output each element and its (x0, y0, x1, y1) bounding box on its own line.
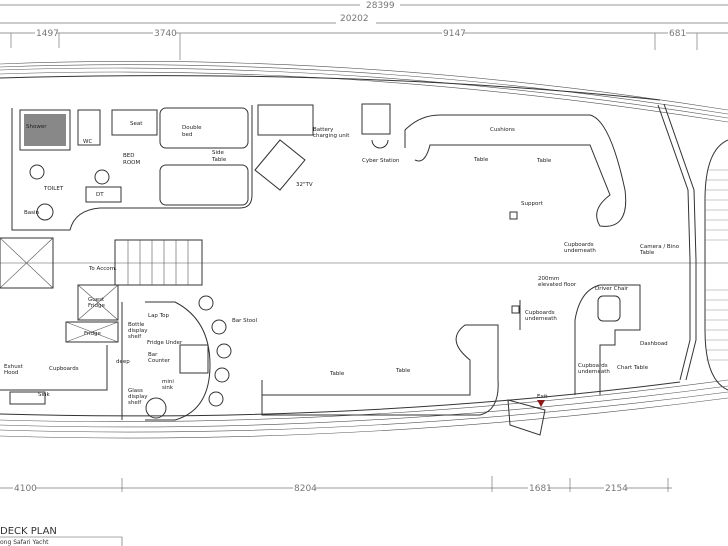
label-glass-shelf: Glass (128, 388, 143, 394)
cabin-walls (0, 103, 391, 289)
label-glass-shelf: display (128, 394, 148, 400)
label-bottle-shelf: shelf (128, 334, 142, 340)
dim-top-2: 3740 (154, 29, 177, 39)
label-shower: Shower (26, 124, 47, 130)
label-cyber-station: Cyber Station (362, 158, 400, 164)
label-table: Table (473, 157, 489, 163)
label-dt: DT (96, 192, 104, 198)
label-cupboards: underneath (564, 248, 596, 254)
label-glass-shelf: shelf (128, 400, 142, 406)
dim-bottom-4: 2154 (605, 484, 628, 494)
label-cupboards: Cupboards (525, 310, 555, 316)
dim-top-3: 9147 (443, 29, 466, 39)
label-mini-sink: mini (162, 379, 174, 385)
room-labels: Shower WC Seat Double bed BED ROOM Side … (4, 121, 680, 406)
label-side-table: Table (211, 157, 227, 163)
label-guest-fridge: Fridge (88, 303, 106, 309)
label-bar-counter: Bar (148, 352, 158, 358)
label-fridge: Fridge (84, 331, 102, 337)
label-elevated-floor: elevated floor (538, 282, 577, 288)
label-table: Table (329, 371, 345, 377)
dim-overall: 28399 (366, 1, 395, 11)
label-side-table: Side (212, 150, 225, 156)
label-sink: Sink (38, 392, 51, 398)
dimension-lines (0, 4, 728, 492)
label-lap-top: Lap Top (148, 313, 169, 319)
label-support: Support (521, 201, 544, 207)
hatch-forward (706, 169, 728, 361)
dim-bottom-1: 4100 (14, 484, 37, 494)
drawing-subtitle: ong Safari Yacht (0, 539, 49, 546)
label-deep: deep (116, 359, 130, 365)
label-table: Table (536, 158, 552, 164)
label-bottle-shelf: display (128, 328, 148, 334)
label-camera-table: Table (639, 250, 655, 256)
label-guest-fridge: Guest (88, 297, 105, 303)
dim-top-4: 681 (669, 29, 686, 39)
label-bedroom: BED (123, 153, 134, 159)
label-wc: WC (83, 139, 92, 145)
label-toilet: TOILET (43, 186, 64, 192)
label-driver-chair: Driver Chair (595, 286, 629, 292)
label-exit: Exit (537, 394, 548, 400)
label-bedroom: ROOM (123, 160, 140, 166)
label-bar-stool: Bar Stool (232, 318, 258, 324)
label-cupboards: Cupboards (49, 366, 79, 372)
label-cushions: Cushions (490, 127, 515, 133)
label-seat: Seat (130, 121, 143, 127)
label-camera-table: Camera / Bino (640, 244, 680, 250)
label-cupboards: underneath (578, 369, 610, 375)
label-double-bed: Double (182, 125, 202, 131)
label-table: Table (395, 368, 411, 374)
label-exhaust-hood: Hood (4, 370, 18, 376)
dim-bottom-2: 8204 (294, 484, 317, 494)
label-double-bed: bed (182, 132, 192, 138)
label-cupboards: underneath (525, 316, 557, 322)
dim-bottom-3: 1681 (529, 484, 552, 494)
drawing-title: DECK PLAN (0, 526, 57, 537)
label-to-accom: To Accom. (88, 266, 117, 272)
label-elevated-floor: 200mm (538, 276, 559, 282)
dim-inner: 20202 (340, 14, 369, 24)
label-chart-table: Chart Table (617, 365, 649, 371)
label-cupboards: Cupboards (564, 242, 594, 248)
exit-marker (537, 400, 545, 407)
label-exhaust-hood: Exhust (4, 364, 24, 370)
label-mini-sink: sink (162, 385, 174, 391)
label-cupboards: Cupboards (578, 363, 608, 369)
label-basin: Basin (24, 210, 40, 216)
label-tv: 32"TV (296, 182, 313, 188)
galley-bar (0, 284, 232, 421)
saloon-seating (261, 114, 641, 436)
label-battery: Battery (313, 127, 334, 133)
label-bottle-shelf: Bottle (128, 322, 145, 328)
label-bar-counter: Counter (148, 358, 171, 364)
label-fridge-under: Fridge Under (147, 340, 183, 346)
hull-outline (0, 61, 728, 439)
dim-top-1: 1497 (36, 29, 59, 39)
label-dashboard: Dashboad (640, 341, 668, 347)
label-battery: charging unit (313, 133, 350, 139)
